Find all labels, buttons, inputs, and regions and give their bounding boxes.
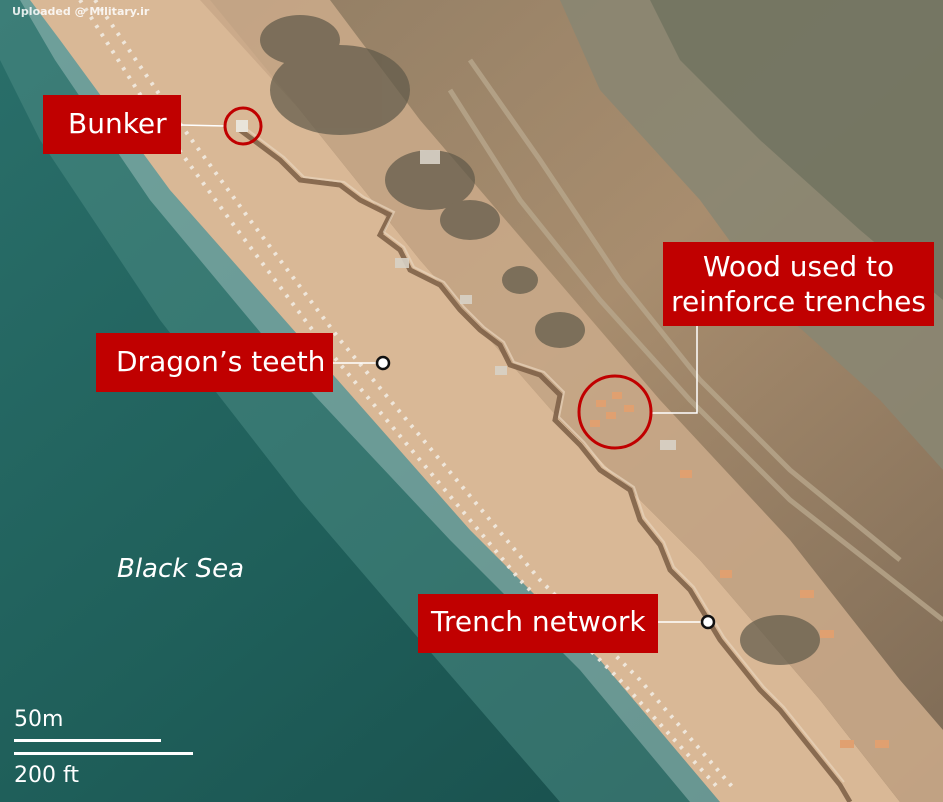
- wood-marker-circle: [577, 374, 653, 450]
- bunker-label-text: Bunker: [68, 107, 167, 140]
- trench-network-point-marker: [700, 614, 716, 630]
- scale-imperial-text: 200 ft: [14, 763, 79, 788]
- black-sea-label: Black Sea: [117, 554, 245, 584]
- trench-highlight: [243, 126, 845, 783]
- beach-sand: [30, 0, 900, 802]
- dragons-teeth-label-text: Dragon’s teeth: [116, 345, 326, 378]
- marsh-inner: [650, 0, 943, 300]
- trench-network-label: Trench network: [418, 594, 658, 653]
- scale-metric-bar: [14, 739, 161, 742]
- dirt-roads: [447, 58, 943, 622]
- vegetation-patches: [260, 15, 820, 665]
- trench-network-label-text: Trench network: [431, 605, 646, 638]
- dragons-teeth-label: Dragon’s teeth: [96, 333, 333, 392]
- wood-trenches-label: Wood used to reinforce trenches: [663, 242, 934, 326]
- bunker-label: Bunker: [43, 95, 181, 154]
- leader-lines: [180, 124, 708, 623]
- scale-metric-text: 50m: [14, 707, 64, 732]
- small-structures: [395, 150, 676, 450]
- dragons-teeth-point-marker: [375, 355, 391, 371]
- bunker-structure: [236, 120, 248, 132]
- beach-inner: [200, 0, 943, 802]
- trench-line: [238, 128, 853, 802]
- wood-planks: [590, 392, 889, 748]
- wood-label-line1: Wood used to: [702, 250, 895, 283]
- scale-imperial-bar: [14, 752, 193, 755]
- bunker-marker-circle: [223, 106, 263, 146]
- watermark-text: Uploaded @ Military.ir: [12, 5, 150, 18]
- wood-label-line2: reinforce trenches: [671, 285, 926, 318]
